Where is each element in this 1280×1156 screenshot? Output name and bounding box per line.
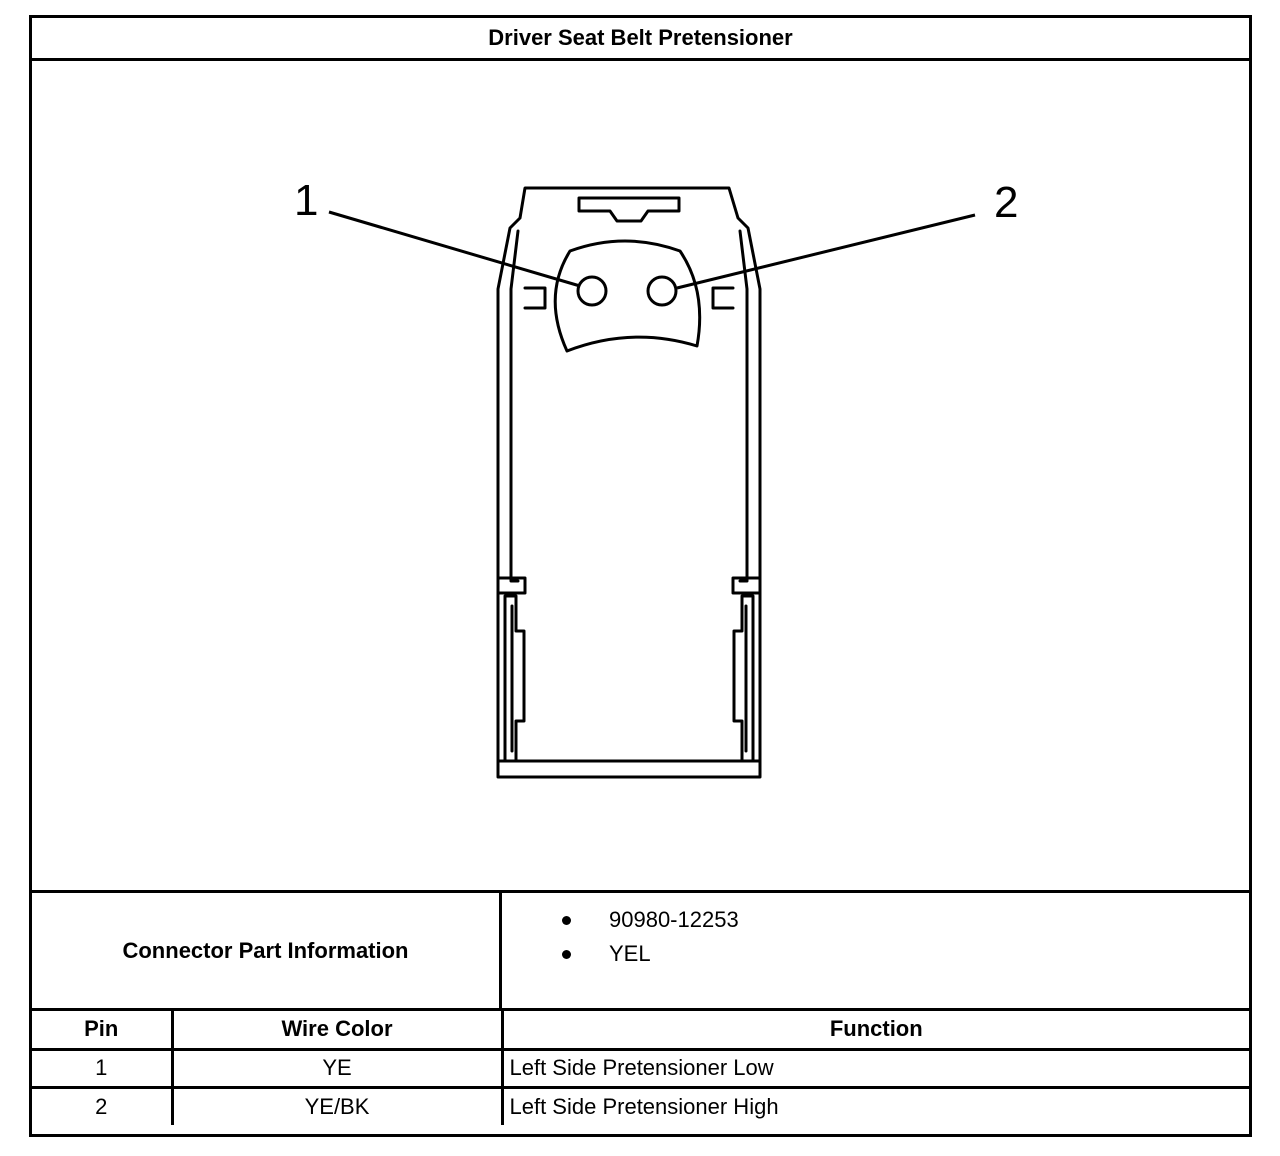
table-row: 1 YE Left Side Pretensioner Low (32, 1049, 1249, 1089)
latch-key (577, 196, 681, 223)
terminal-cavity (553, 239, 702, 353)
pinout-header-row: Pin Wire Color Function (32, 1011, 1249, 1051)
pin-2-leader (676, 213, 976, 290)
connector-sheet: Driver Seat Belt Pretensioner (29, 15, 1252, 1137)
header-function: Function (502, 1011, 1249, 1051)
connector-outline (496, 186, 762, 779)
pin-1-terminal (576, 275, 608, 307)
pin-1-leader (328, 210, 581, 288)
right-inner-wall (738, 229, 749, 583)
wire-color-cell: YE (172, 1049, 504, 1089)
connector-drawing (328, 186, 976, 779)
connector-info-list: 90980-12253 YEL (502, 893, 1249, 1018)
cavity-left-bracket (523, 286, 547, 310)
diagram-title: Driver Seat Belt Pretensioner (32, 18, 1249, 61)
pin-1-callout: 1 (294, 176, 319, 225)
left-lock-tab (503, 594, 526, 763)
connector-info-row: Connector Part Information 90980-12253 Y… (32, 893, 1249, 1011)
function-cell: Left Side Pretensioner Low (502, 1049, 1249, 1089)
header-pin: Pin (32, 1011, 174, 1051)
right-shoulder (731, 576, 762, 595)
left-inner-wall (509, 229, 520, 583)
connector-info-label: Connector Part Information (32, 893, 502, 1008)
header-wire-color: Wire Color (172, 1011, 504, 1051)
connector-face-figure: 1 2 (32, 61, 1249, 893)
pin-cell: 1 (32, 1049, 174, 1089)
connector-color: YEL (502, 937, 1249, 971)
connector-part-number: 90980-12253 (502, 903, 1249, 937)
pin-2-callout: 2 (994, 178, 1019, 227)
pin-2-terminal (646, 275, 678, 307)
wire-color-cell: YE/BK (172, 1087, 504, 1125)
pin-cell: 2 (32, 1087, 174, 1125)
left-shoulder (496, 576, 527, 595)
table-row: 2 YE/BK Left Side Pretensioner High (32, 1087, 1249, 1125)
function-cell: Left Side Pretensioner High (509, 1093, 779, 1119)
pinout-table: Pin Wire Color Function 1 YE Left Side P… (32, 1011, 1249, 1125)
cavity-right-bracket (711, 286, 735, 310)
right-lock-tab (732, 594, 755, 763)
